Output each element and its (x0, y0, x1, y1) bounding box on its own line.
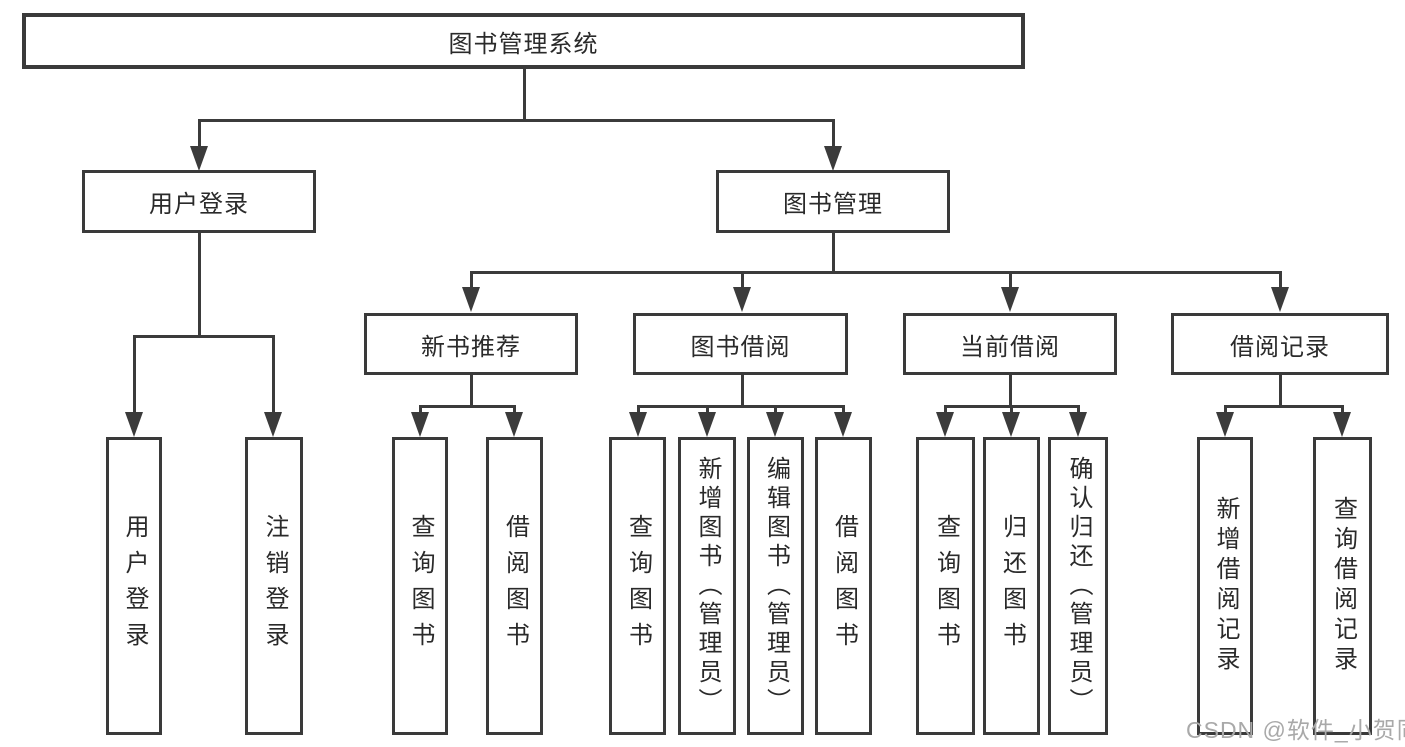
connector-records-branch (1224, 405, 1344, 408)
leaf-query-borrow-record-label: 查询借阅记录 (1329, 496, 1357, 676)
node-user-login-label: 用户登录 (149, 191, 249, 218)
leaf-borrow-books-1-label: 借阅图书 (501, 514, 529, 658)
leaf-add-books-admin: 新增图书（管理员） (678, 437, 736, 735)
connector-shaft (272, 335, 275, 414)
node-book-borrowing-label: 图书借阅 (690, 333, 791, 361)
arrowhead-down-icon (411, 412, 429, 437)
arrowhead-down-icon (834, 412, 852, 437)
connector-shaft (1341, 405, 1344, 414)
connector-newrec-stub (470, 375, 473, 407)
leaf-confirm-return-admin-label: 确认归还（管理员） (1065, 455, 1092, 717)
arrowhead-down-icon (936, 412, 954, 437)
leaf-query-books-1-label: 查询图书 (407, 514, 434, 658)
leaf-borrow-books-1: 借阅图书 (486, 437, 543, 735)
watermark: CSDN @软件_小贺同学 (1186, 717, 1405, 743)
connector-root-stub (523, 68, 526, 120)
connector-newrec-branch (419, 405, 516, 408)
arrowhead-down-icon (462, 287, 480, 312)
leaf-confirm-return-admin: 确认归还（管理员） (1048, 437, 1108, 735)
leaf-edit-books-admin: 编辑图书（管理员） (747, 437, 804, 735)
arrowhead-down-icon (1333, 412, 1351, 437)
leaf-query-books-2: 查询图书 (609, 437, 666, 735)
connector-level3-branch (470, 271, 1282, 274)
leaf-query-borrow-record: 查询借阅记录 (1313, 437, 1372, 735)
connector-borrow-branch (637, 405, 845, 408)
connector-level2-branch (198, 119, 835, 122)
connector-shaft (1010, 405, 1013, 414)
connector-shaft (832, 119, 835, 149)
connector-shaft (1279, 271, 1282, 290)
node-borrowing-records: 借阅记录 (1171, 313, 1389, 375)
connector-shaft (198, 119, 201, 149)
leaf-borrow-books-2: 借阅图书 (815, 437, 872, 735)
connector-shaft (1224, 405, 1227, 414)
node-current-borrowing: 当前借阅 (903, 313, 1117, 375)
leaf-user-login-label: 用户登录 (121, 514, 148, 658)
arrowhead-down-icon (733, 287, 751, 312)
node-root-label: 图书管理系统 (448, 30, 599, 58)
node-book-management-label: 图书管理 (783, 191, 883, 218)
node-new-book-recommend: 新书推荐 (364, 313, 578, 375)
node-root: 图书管理系统 (22, 13, 1025, 69)
connector-borrow-stub (741, 375, 744, 407)
connector-mgmt-stub (832, 233, 835, 273)
leaf-return-books-label: 归还图书 (998, 514, 1026, 658)
connector-login-branch (133, 335, 275, 338)
node-borrowing-records-label: 借阅记录 (1230, 333, 1330, 361)
arrowhead-down-icon (505, 412, 523, 437)
leaf-query-books-3-label: 查询图书 (932, 514, 960, 658)
connector-shaft (706, 405, 709, 414)
connector-shaft (774, 405, 777, 414)
connector-shaft (741, 271, 744, 290)
connector-shaft (944, 405, 947, 414)
connector-shaft (1077, 405, 1080, 414)
arrowhead-down-icon (1216, 412, 1234, 437)
arrowhead-down-icon (264, 412, 282, 437)
leaf-logout: 注销登录 (245, 437, 303, 735)
connector-login-stub (198, 233, 201, 337)
leaf-logout-label: 注销登录 (261, 514, 288, 658)
arrowhead-down-icon (190, 146, 208, 171)
node-user-login: 用户登录 (82, 170, 316, 233)
leaf-add-books-admin-label: 新增图书（管理员） (694, 455, 721, 717)
arrowhead-down-icon (1001, 287, 1019, 312)
leaf-add-borrow-record: 新增借阅记录 (1197, 437, 1253, 735)
leaf-add-borrow-record-label: 新增借阅记录 (1212, 496, 1239, 676)
leaf-query-books-2-label: 查询图书 (624, 514, 652, 658)
leaf-return-books: 归还图书 (983, 437, 1040, 735)
node-current-borrowing-label: 当前借阅 (960, 333, 1060, 361)
connector-shaft (842, 405, 845, 414)
arrowhead-down-icon (1271, 287, 1289, 312)
node-book-management: 图书管理 (716, 170, 950, 233)
arrowhead-down-icon (125, 412, 143, 437)
connector-shaft (513, 405, 516, 414)
connector-current-stub (1009, 375, 1012, 407)
connector-shaft (1009, 271, 1012, 290)
leaf-user-login: 用户登录 (106, 437, 162, 735)
node-book-borrowing: 图书借阅 (633, 313, 848, 375)
leaf-query-books-3: 查询图书 (916, 437, 975, 735)
arrowhead-down-icon (1069, 412, 1087, 437)
connector-records-stub (1279, 375, 1282, 407)
arrowhead-down-icon (629, 412, 647, 437)
connector-shaft (133, 335, 136, 414)
arrowhead-down-icon (1002, 412, 1020, 437)
arrowhead-down-icon (824, 146, 842, 171)
leaf-edit-books-admin-label: 编辑图书（管理员） (762, 455, 790, 717)
leaf-borrow-books-2-label: 借阅图书 (830, 514, 858, 658)
connector-shaft (470, 271, 473, 290)
arrowhead-down-icon (698, 412, 716, 437)
leaf-query-books-1: 查询图书 (392, 437, 448, 735)
connector-shaft (637, 405, 640, 414)
arrowhead-down-icon (766, 412, 784, 437)
connector-shaft (419, 405, 422, 414)
node-new-book-recommend-label: 新书推荐 (421, 333, 521, 361)
